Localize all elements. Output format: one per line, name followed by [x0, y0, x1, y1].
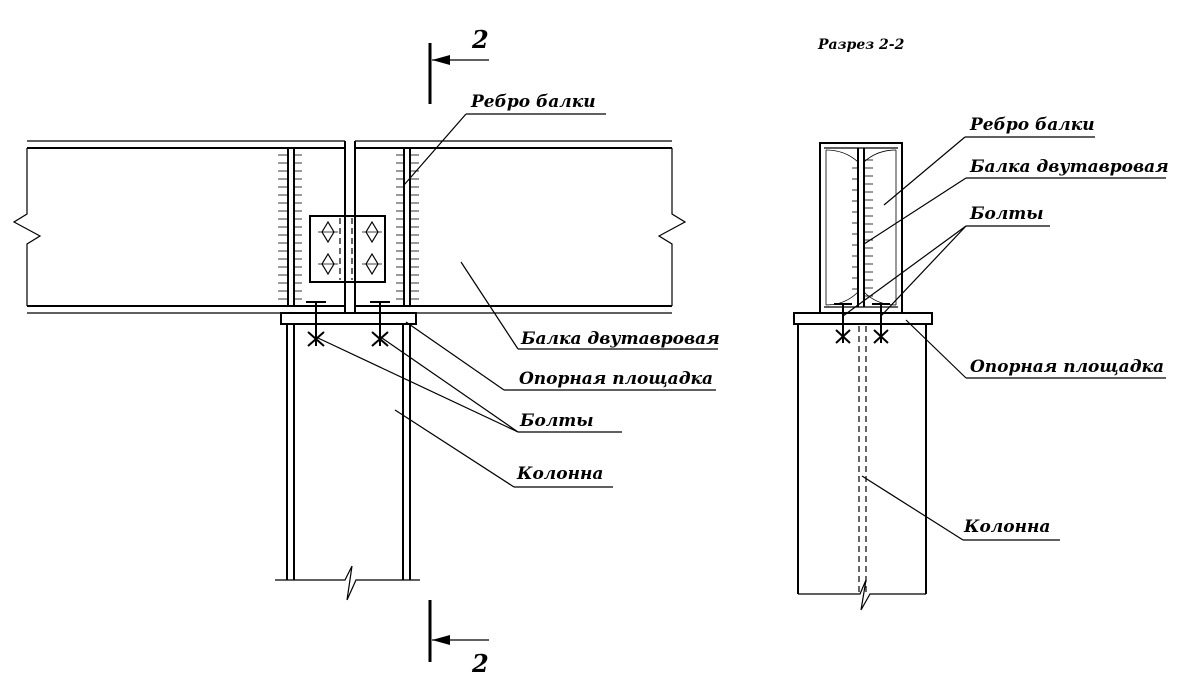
section-title: Разрез 2-2 [817, 37, 905, 53]
section-mark-top: 2 [428, 25, 489, 104]
callout-plate-left: Опорная площадка [405, 321, 716, 391]
callout-column-left: Колонна [394, 409, 613, 488]
callout-beam-section: Балка двутавровая [863, 157, 1169, 245]
callout-bolts-section: Болты [842, 204, 1050, 317]
connection-plate [309, 215, 386, 283]
label-plate-left: Опорная площадка [519, 369, 713, 389]
callout-plate-section: Опорная площадка [905, 319, 1166, 379]
section-mark-top-number: 2 [471, 25, 489, 54]
plate-bolt-icon [318, 220, 382, 276]
column-left-view [275, 324, 420, 601]
callout-rib-left: Ребро балки [403, 92, 606, 186]
label-beam-section: Балка двутавровая [969, 157, 1169, 177]
support-plate-section [793, 312, 933, 325]
left-view: 2 2 [12, 25, 720, 678]
left-beam [12, 140, 346, 314]
section-mark-bottom-number: 2 [471, 649, 489, 678]
label-bolts-left: Болты [519, 411, 594, 431]
label-bolts-section: Болты [969, 204, 1044, 224]
callout-bolts-left: Болты [317, 337, 622, 433]
section-mark-bottom: 2 [428, 600, 489, 678]
label-plate-section: Опорная площадка [970, 357, 1164, 377]
label-column-section: Колонна [963, 517, 1050, 537]
label-column-left: Колонна [516, 464, 603, 484]
right-beam [354, 140, 687, 314]
beam-ribs-left-view [278, 148, 419, 306]
weld-marks-section [852, 159, 873, 297]
support-plate-left-view [280, 312, 417, 325]
callout-beam-left: Балка двутавровая [460, 261, 720, 350]
weld-marks [278, 154, 419, 300]
support-bolts-left-view [306, 301, 390, 347]
callout-rib-section: Ребро балки [883, 115, 1095, 206]
section-view: Разрез 2-2 [793, 37, 1169, 611]
support-bolts-section [834, 303, 890, 344]
label-rib-section: Ребро балки [969, 115, 1095, 135]
label-rib-left: Ребро балки [470, 92, 596, 112]
column-section [797, 324, 927, 611]
label-beam-left: Балка двутавровая [520, 329, 720, 349]
beam-cross-section [819, 142, 903, 314]
callout-column-section: Колонна [861, 475, 1060, 541]
